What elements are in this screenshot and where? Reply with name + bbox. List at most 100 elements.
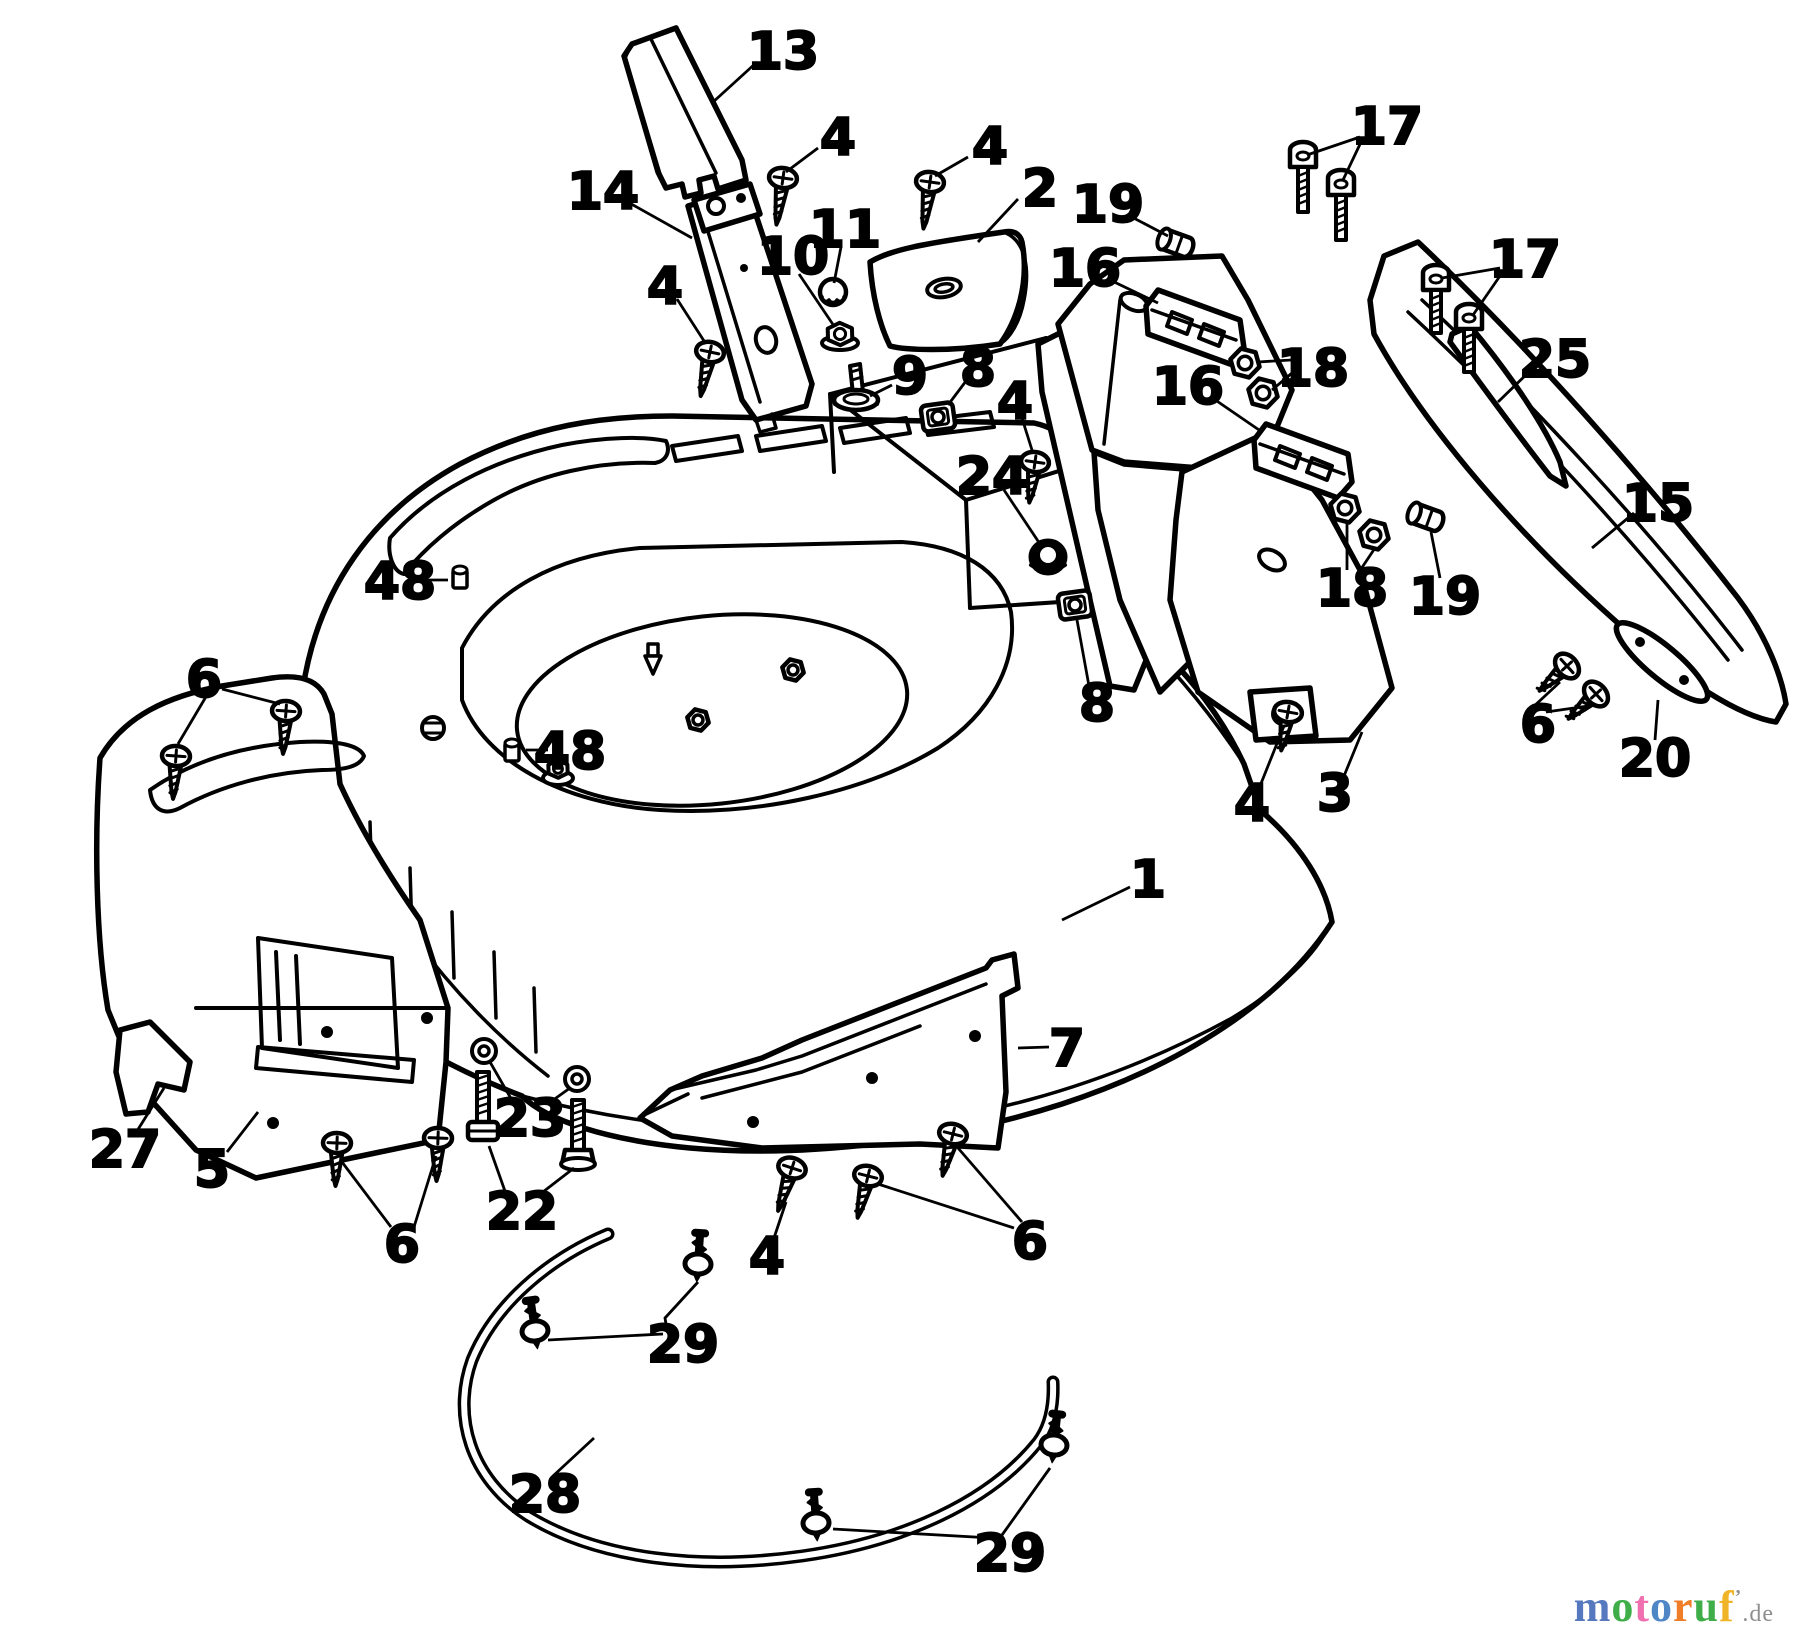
hardware-deck-stud: [643, 642, 663, 676]
callout-4-1: 4: [820, 108, 856, 168]
hardware-screw-6-d1: [320, 1130, 354, 1188]
leader-line-29: [1000, 1467, 1052, 1536]
leader-line-22: [538, 1166, 575, 1197]
leader-line-7: [1017, 1045, 1050, 1050]
callout-17-7: 17: [1489, 230, 1561, 290]
hardware-screw-4-d: [1018, 449, 1052, 505]
leader-line-6: [1545, 704, 1589, 714]
leader-line-6: [340, 1161, 393, 1228]
leader-line-27: [135, 1087, 166, 1132]
callout-1-30: 1: [1130, 850, 1166, 910]
callout-29-41: 29: [974, 1524, 1046, 1584]
callout-6-28: 6: [1520, 695, 1556, 755]
leader-line-22: [487, 1145, 508, 1195]
callout-17-4: 17: [1351, 97, 1423, 157]
watermark-letter: m: [1573, 1582, 1612, 1631]
deck-blade-circle: [514, 612, 910, 808]
hardware-pin-29-1: [519, 1295, 551, 1350]
hardware-pin-29-2: [682, 1228, 714, 1283]
callout-4-18: 4: [997, 372, 1033, 432]
hardware-deck-nut-1: [541, 758, 575, 787]
callout-10-10: 10: [757, 227, 829, 287]
leader-line-16: [1210, 395, 1263, 434]
hardware-washer-23-b: [563, 1065, 591, 1093]
hardware-screw-4-b: [913, 169, 947, 231]
callout-5-33: 5: [194, 1140, 230, 1200]
left-cover-pocket: [256, 936, 400, 1070]
leader-line-19: [1429, 531, 1442, 579]
leader-line-16: [1107, 277, 1159, 305]
callout-16-6: 16: [1049, 239, 1121, 299]
callout-4-12: 4: [647, 257, 683, 317]
leader-line-24: [1002, 489, 1042, 545]
hardware-nut-18-2: [1246, 376, 1280, 410]
hardware-screw-4-f: [775, 1155, 808, 1213]
callout-48-29: 48: [534, 722, 606, 782]
leader-line-23: [488, 1061, 515, 1103]
hardware-layer: [159, 139, 1611, 1542]
leader-line-14: [625, 199, 693, 240]
hardware-screw-4-c: [693, 339, 727, 399]
callout-19-21: 19: [1409, 567, 1481, 627]
leader-line-3: [1342, 731, 1364, 777]
leader-line-29: [547, 1332, 664, 1342]
leader-line-8: [946, 380, 968, 406]
callout-6-38: 6: [1012, 1212, 1048, 1272]
hardware-deck-nut-3: [780, 657, 806, 683]
callout-22-35: 22: [486, 1182, 558, 1242]
callout-23-34: 23: [494, 1089, 566, 1149]
hardware-screw-6-c1: [1535, 651, 1582, 693]
hardware-bolt-19-b: [1405, 500, 1446, 534]
hardware-plug-48-b: [503, 737, 521, 763]
watermark-letter: u: [1693, 1582, 1720, 1631]
watermark-letter: t: [1634, 1582, 1650, 1631]
callout-4-37: 4: [749, 1227, 785, 1287]
leader-line-23: [548, 1086, 571, 1105]
watermark-letter: o: [1611, 1582, 1635, 1631]
callout-11-9: 11: [809, 200, 881, 260]
hardware-screw-4-a: [766, 165, 800, 227]
callout-7-31: 7: [1049, 1019, 1085, 1079]
leader-line-13: [711, 60, 758, 105]
callout-13-0: 13: [747, 22, 819, 82]
leader-line-18: [1257, 358, 1292, 364]
leader-line-4: [675, 298, 708, 345]
leader-line-2: [976, 198, 1020, 243]
callout-8-23: 8: [1079, 674, 1115, 734]
deck-cavity: [460, 540, 1014, 813]
callout-6-36: 6: [384, 1215, 420, 1275]
leader-line-10: [797, 273, 836, 327]
left-cover-slot: [148, 739, 366, 814]
leader-line-5: [225, 1111, 260, 1153]
leader-line-17: [1341, 139, 1364, 181]
part-front-skirt: [637, 951, 1021, 1151]
leader-line-11: [832, 246, 843, 284]
leader-line-18: [1357, 547, 1377, 573]
leader-line-4: [1019, 414, 1034, 451]
hardware-screw-6-c2: [1564, 679, 1611, 721]
leader-line-1: [1061, 885, 1131, 922]
hardware-bolt-17-2: [1325, 167, 1357, 242]
leader-line-19: [1127, 213, 1169, 238]
callout-16-15: 16: [1152, 357, 1224, 417]
leader-line-8: [1075, 619, 1091, 687]
hardware-screw-6-b: [159, 743, 193, 801]
callout-9-13: 9: [892, 347, 928, 407]
part-side-pad: [113, 1019, 193, 1117]
hardware-nut-18-1: [1228, 346, 1262, 380]
callout-4-27: 4: [1234, 774, 1270, 834]
leader-line-4: [785, 146, 819, 174]
motoruf-watermark-logo[interactable]: motoruf’.de: [1574, 1585, 1774, 1629]
hardware-screw-6-d2: [421, 1125, 455, 1183]
hardware-stud-22-b: [559, 1098, 597, 1172]
leader-line-6: [176, 694, 209, 745]
leader-line-9: [869, 383, 893, 398]
leader-line-25: [1497, 367, 1533, 404]
hardware-deck-bolt: [420, 715, 446, 741]
watermark-suffix: .de: [1742, 1601, 1774, 1627]
leader-line-29: [832, 1527, 993, 1540]
watermark-tick: ’: [1734, 1586, 1743, 1608]
callout-27-32: 27: [89, 1120, 161, 1180]
